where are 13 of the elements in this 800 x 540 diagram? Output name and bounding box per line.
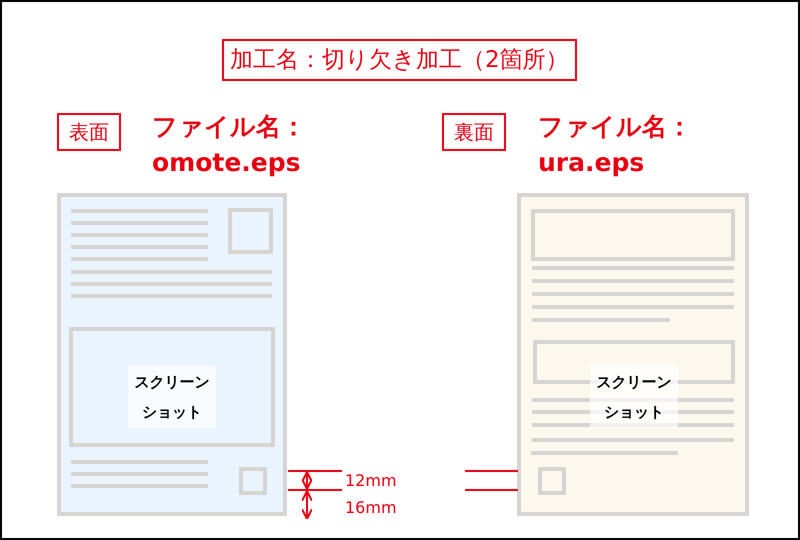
dimension-label: 16mm <box>345 497 397 519</box>
screenshot-label: スクリーンショット <box>128 366 216 428</box>
side-tag: 裏面 <box>442 113 506 151</box>
file-name-label: ファイル名： <box>538 111 692 143</box>
file-name-label: ファイル名： <box>152 111 306 143</box>
dimension-label: 12mm <box>345 470 397 492</box>
screenshot-label: スクリーンショット <box>590 366 678 428</box>
title-box: 加工名：切り欠き加工（2箇所） <box>222 39 577 81</box>
front-page <box>57 193 287 516</box>
file-name: omote.eps <box>152 147 301 179</box>
file-name: ura.eps <box>538 147 644 179</box>
side-tag: 表面 <box>57 113 121 151</box>
back-page <box>517 193 749 516</box>
